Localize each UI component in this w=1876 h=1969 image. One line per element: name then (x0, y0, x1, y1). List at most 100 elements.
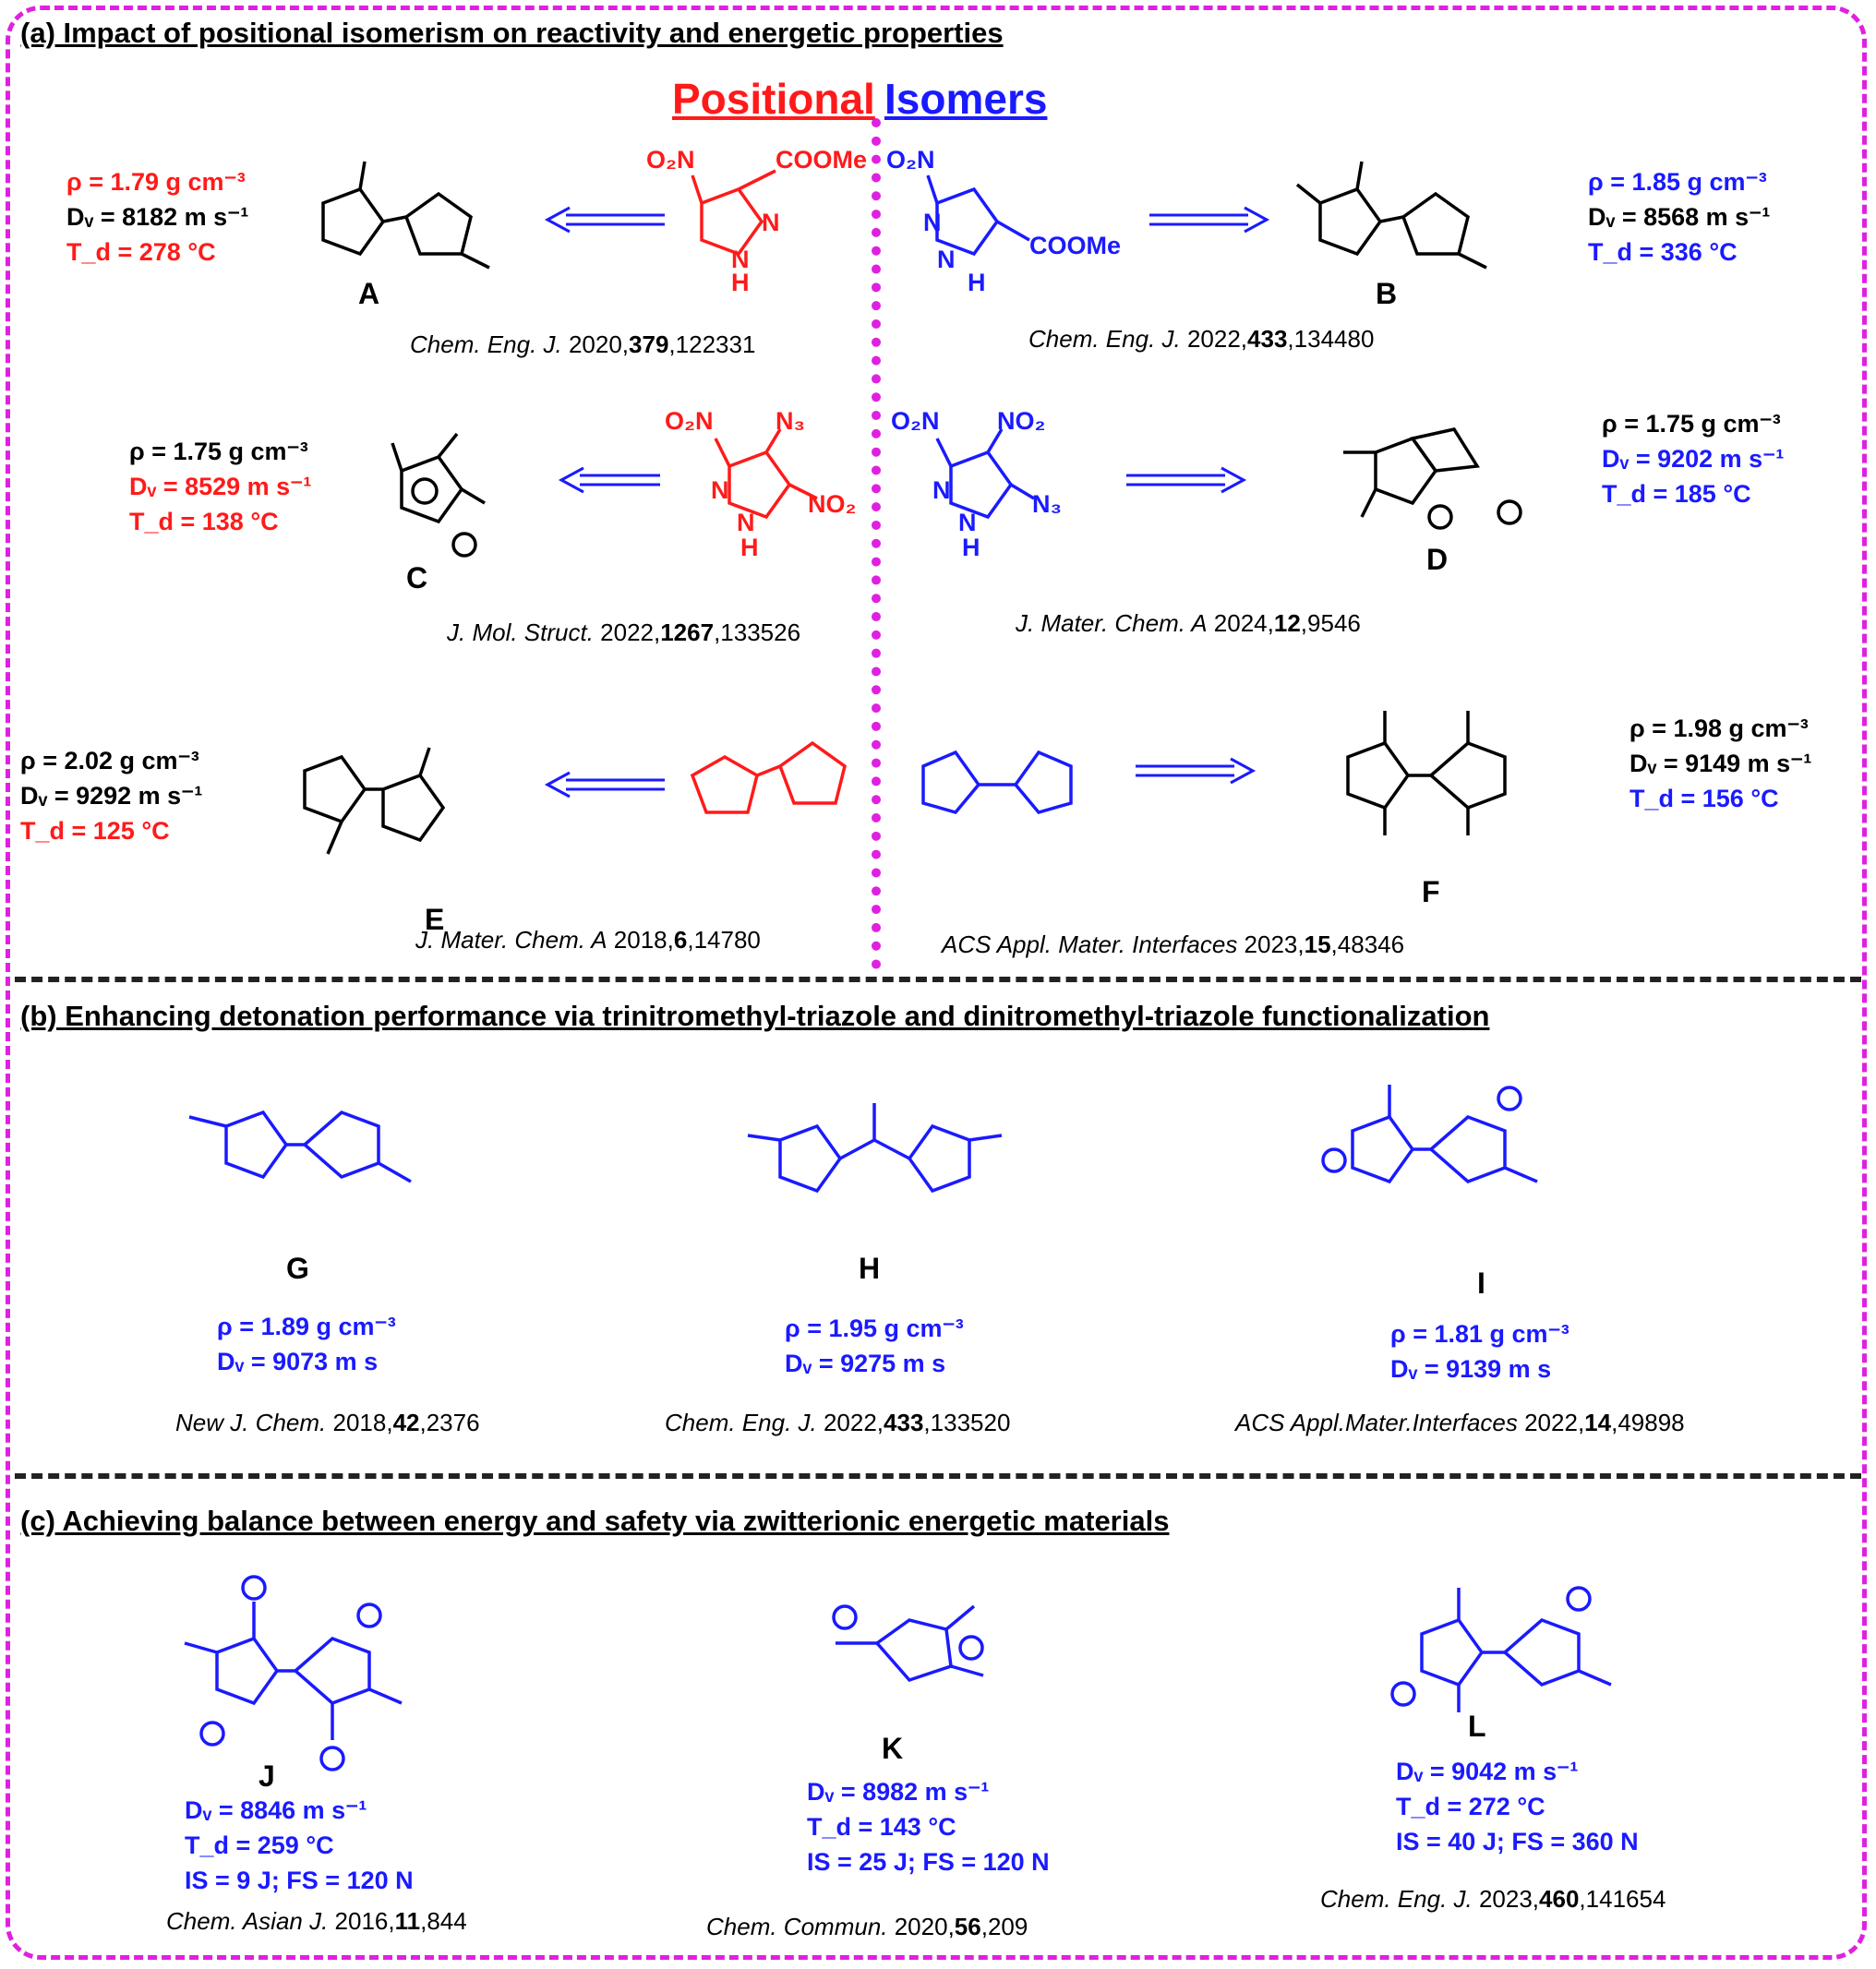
L-detonation: Dᵥ = 9042 m s⁻¹ (1396, 1758, 1579, 1785)
K-citation: Chem. Commun. 2020,56,209 (706, 1913, 1028, 1940)
p2-h: H (968, 269, 986, 295)
G-label: G (286, 1252, 309, 1285)
A-citation: Chem. Eng. J. 2020,379,122331 (410, 330, 756, 358)
p4-nitro2: NO₂ (997, 407, 1046, 435)
B-detonation: Dᵥ = 8568 m s⁻¹ (1588, 203, 1771, 231)
I-detonation: Dᵥ = 9139 m s (1390, 1355, 1552, 1383)
K-label: K (882, 1732, 904, 1765)
G-detonation: Dᵥ = 9073 m s (217, 1348, 379, 1375)
p1-nitro: O₂N (646, 146, 695, 174)
A-decomposition: T_d = 278 °C (66, 238, 216, 266)
p3-n1: N (711, 476, 729, 504)
arrow-to-E (544, 771, 665, 798)
precursor-2: O₂N COOMe N N H (886, 146, 1121, 295)
p1-h: H (731, 269, 750, 295)
p1-n2: N (731, 246, 750, 273)
E-citation: J. Mater. Chem. A 2018,6,14780 (415, 926, 761, 954)
isomer-divider (872, 118, 881, 969)
molecule-B (1295, 161, 1487, 270)
p2-nitro: O₂N (886, 146, 935, 174)
F-citation: ACS Appl. Mater. Interfaces 2023,15,4834… (942, 930, 1405, 958)
J-decomposition: T_d = 259 °C (185, 1831, 334, 1859)
H-citation: Chem. Eng. J. 2022,433,133520 (665, 1409, 1011, 1436)
C-label: C (406, 561, 428, 594)
p3-azide: N₃ (776, 407, 805, 435)
A-density: ρ = 1.79 g cm⁻³ (66, 168, 246, 196)
D-label: D (1426, 543, 1449, 576)
molecule-A (321, 161, 490, 270)
p3-h: H (740, 534, 759, 561)
A-label: A (358, 277, 380, 310)
molecule-F (1346, 711, 1507, 835)
p1-n1: N (762, 209, 780, 236)
G-density: ρ = 1.89 g cm⁻³ (217, 1313, 396, 1340)
arrow-to-F (1136, 757, 1257, 785)
molecule-K (832, 1604, 984, 1683)
H-label: H (859, 1252, 881, 1285)
arrow-to-C (558, 466, 660, 494)
p2-n1: N (923, 209, 942, 236)
p3-nitro2: NO₂ (808, 490, 857, 518)
K-decomposition: T_d = 143 °C (807, 1813, 956, 1841)
p4-n2: N (958, 509, 977, 536)
precursor-5 (690, 740, 847, 814)
section-b-title: (b) Enhancing detonation performance via… (20, 1000, 1490, 1032)
E-density: ρ = 2.02 g cm⁻³ (20, 747, 199, 774)
molecule-L (1390, 1586, 1612, 1712)
molecule-J (184, 1575, 403, 1771)
D-decomposition: T_d = 185 °C (1602, 480, 1751, 508)
K-sensitivity: IS = 25 J; FS = 120 N (807, 1848, 1050, 1876)
B-density: ρ = 1.85 g cm⁻³ (1588, 168, 1767, 196)
L-citation: Chem. Eng. J. 2023,460,141654 (1320, 1885, 1666, 1913)
B-citation: Chem. Eng. J. 2022,433,134480 (1028, 325, 1375, 353)
isomers-word: Isomers (884, 75, 1048, 123)
precursor-6 (921, 750, 1073, 814)
p1-ester: COOMe (776, 146, 867, 174)
J-detonation: Dᵥ = 8846 m s⁻¹ (185, 1796, 367, 1824)
p3-nitro: O₂N (665, 407, 714, 435)
p2-ester: COOMe (1029, 232, 1121, 259)
section-c-title: (c) Achieving balance between energy and… (20, 1505, 1170, 1537)
molecule-G (188, 1110, 412, 1183)
A-detonation: Dᵥ = 8182 m s⁻¹ (66, 203, 249, 231)
F-decomposition: T_d = 156 °C (1629, 785, 1779, 812)
p4-h: H (962, 534, 980, 561)
section-divider-ab (15, 977, 1861, 982)
L-decomposition: T_d = 272 °C (1396, 1793, 1545, 1820)
precursor-3: O₂N N₃ N N H NO₂ (665, 407, 857, 561)
F-density: ρ = 1.98 g cm⁻³ (1629, 714, 1809, 742)
J-citation: Chem. Asian J. 2016,11,844 (166, 1907, 467, 1935)
F-detonation: Dᵥ = 9149 m s⁻¹ (1629, 750, 1812, 777)
positional-word: Positional (672, 75, 875, 123)
section-a-title: (a) Impact of positional isomerism on re… (20, 17, 1004, 49)
H-detonation: Dᵥ = 9275 m s (785, 1350, 946, 1377)
arrow-to-B (1149, 206, 1270, 234)
p4-nitro: O₂N (891, 407, 940, 435)
C-citation: J. Mol. Struct. 2022,1267,133526 (447, 618, 801, 646)
I-density: ρ = 1.81 g cm⁻³ (1390, 1320, 1569, 1348)
E-label: E (425, 903, 445, 936)
J-label: J (259, 1759, 275, 1793)
C-decomposition: T_d = 138 °C (129, 508, 279, 535)
arrow-to-D (1126, 466, 1247, 494)
molecule-D (1343, 427, 1522, 530)
H-density: ρ = 1.95 g cm⁻³ (785, 1315, 964, 1342)
I-label: I (1477, 1267, 1485, 1300)
arrow-to-A (544, 206, 665, 234)
D-density: ρ = 1.75 g cm⁻³ (1602, 410, 1781, 438)
precursor-1: O₂N COOMe N N H (646, 146, 867, 295)
C-density: ρ = 1.75 g cm⁻³ (129, 438, 308, 465)
p2-n2: N (937, 246, 956, 273)
K-detonation: Dᵥ = 8982 m s⁻¹ (807, 1778, 990, 1806)
G-citation: New J. Chem. 2018,42,2376 (175, 1409, 480, 1436)
section-divider-bc (15, 1473, 1861, 1479)
E-detonation: Dᵥ = 9292 m s⁻¹ (20, 782, 203, 810)
p3-n2: N (737, 509, 755, 536)
D-citation: J. Mater. Chem. A 2024,12,9546 (1016, 609, 1361, 637)
L-label: L (1468, 1710, 1486, 1743)
molecule-H (747, 1103, 1003, 1194)
I-citation: ACS Appl.Mater.Interfaces 2022,14,49898 (1235, 1409, 1685, 1436)
molecule-C (391, 432, 486, 558)
B-label: B (1376, 277, 1398, 310)
E-decomposition: T_d = 125 °C (20, 817, 170, 845)
